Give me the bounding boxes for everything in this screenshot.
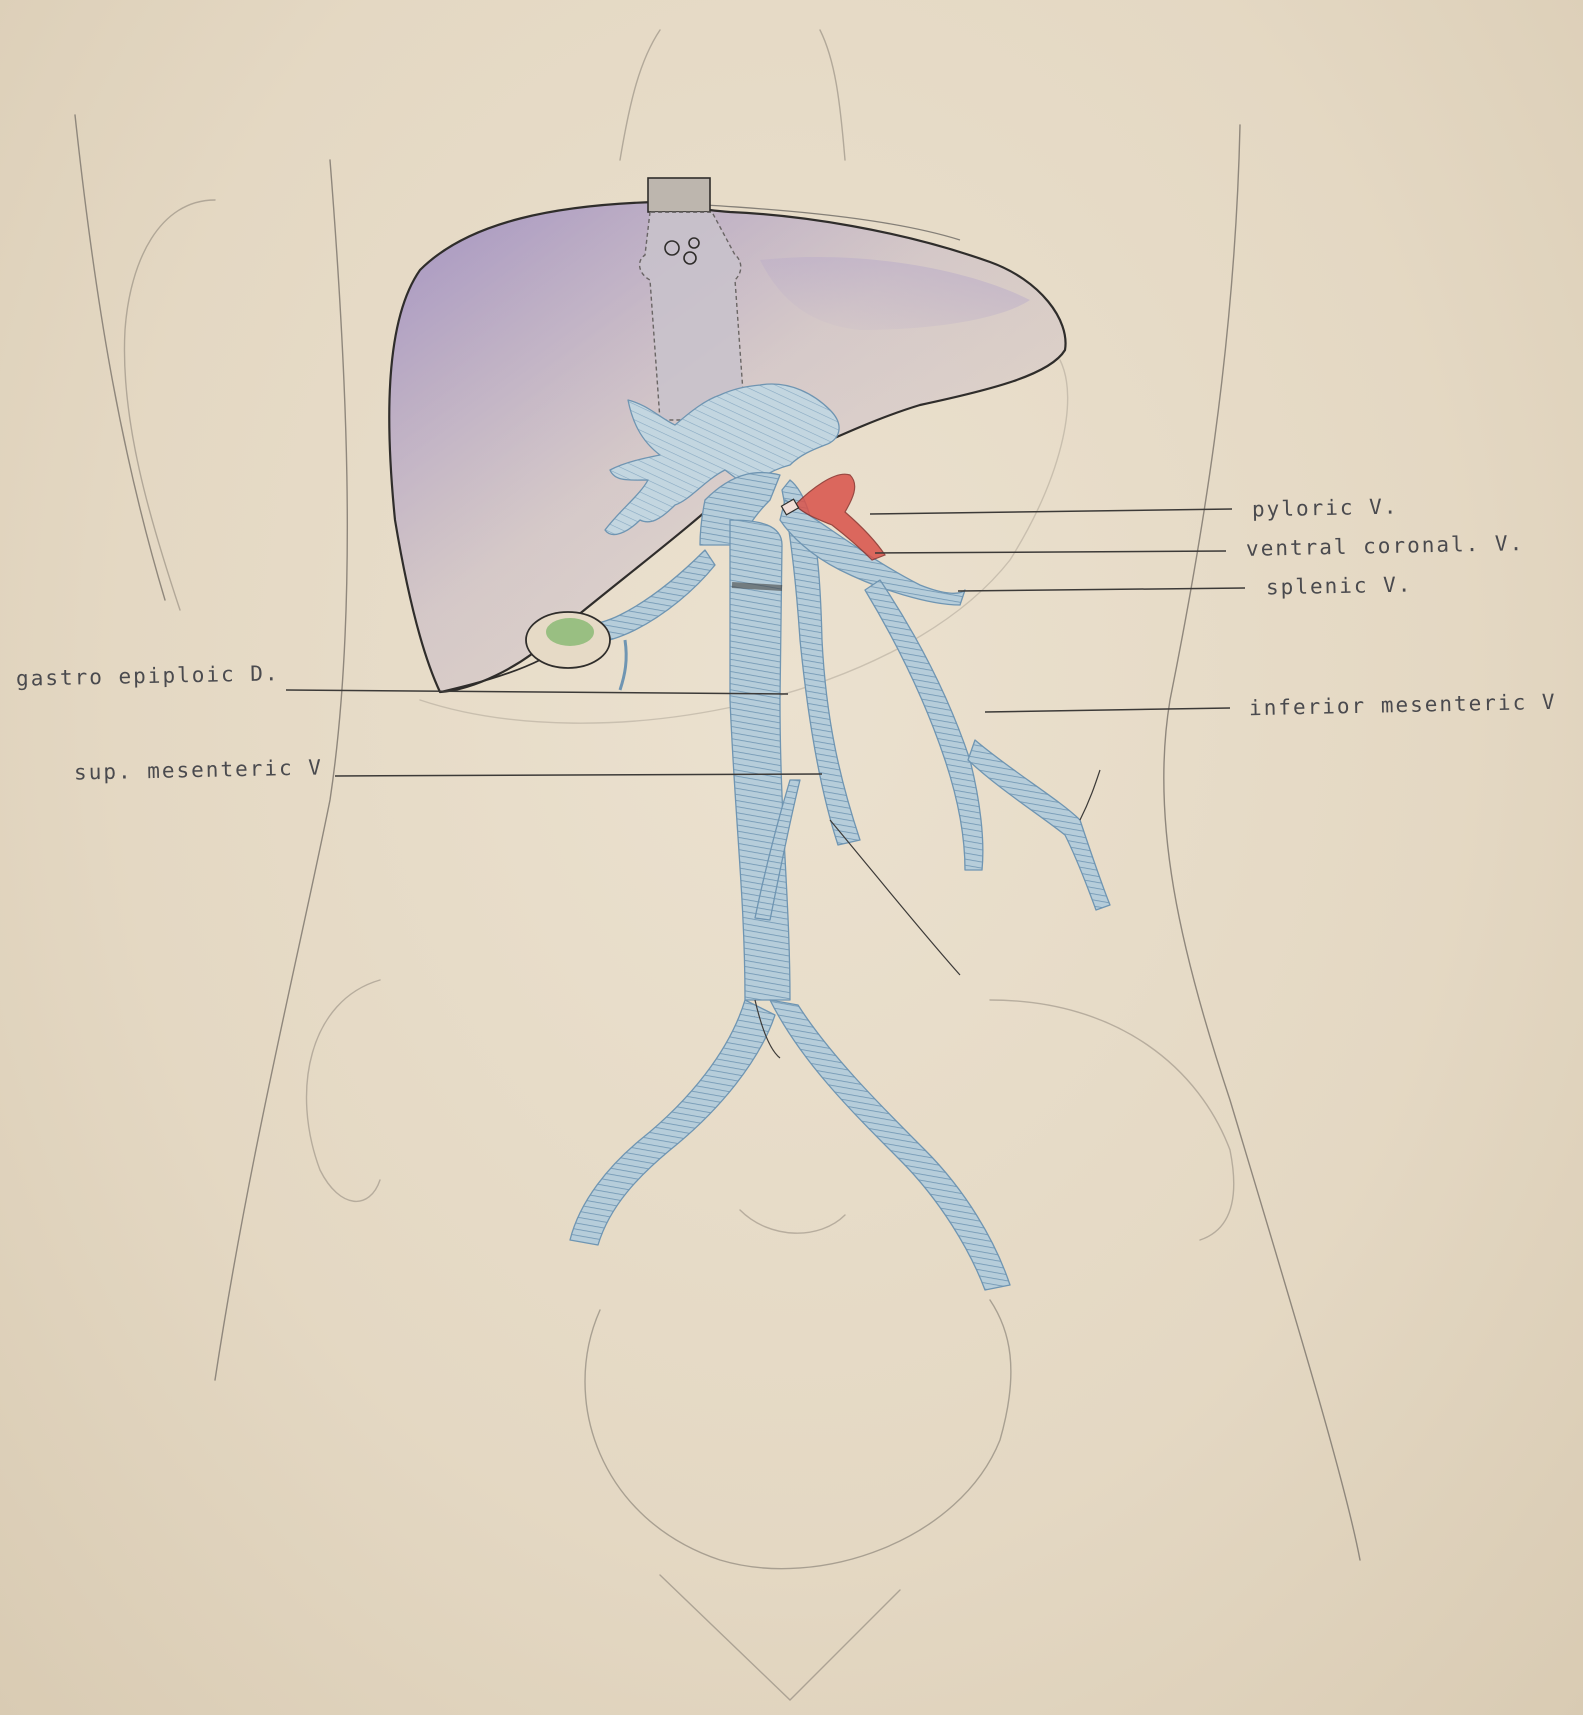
ivc-band bbox=[732, 585, 782, 588]
pelvis-curve-right bbox=[990, 1000, 1234, 1240]
im-twig bbox=[1080, 770, 1100, 820]
leader-pyloric bbox=[870, 509, 1232, 514]
label-splenic-vein: splenic V. bbox=[1266, 572, 1413, 599]
inferior-mesenteric-vein bbox=[865, 580, 983, 870]
right-iliac-vein bbox=[570, 1000, 775, 1245]
pubic-v-line bbox=[660, 1575, 900, 1700]
neck-line-right bbox=[820, 30, 845, 160]
leader-gastro-epiploic bbox=[286, 690, 788, 694]
leader-ventral-coronal bbox=[875, 551, 1226, 553]
ge-small-branch bbox=[620, 640, 626, 690]
im-lower-branch bbox=[968, 740, 1110, 910]
left-iliac-vein bbox=[770, 1000, 1010, 1290]
sm-branch-right bbox=[830, 820, 960, 975]
label-pyloric-vein: pyloric V. bbox=[1252, 494, 1399, 521]
pelvic-inlet-curve bbox=[740, 1210, 845, 1233]
left-shoulder-curve bbox=[124, 200, 215, 610]
inferior-vena-cava bbox=[730, 520, 790, 1000]
leader-splenic bbox=[958, 588, 1245, 591]
leader-inferior-mesenteric bbox=[985, 708, 1230, 712]
gallbladder-fill bbox=[546, 618, 594, 646]
neck-line-left bbox=[620, 30, 660, 160]
right-torso-line bbox=[1164, 125, 1360, 1560]
pelvis-curve-left bbox=[307, 980, 381, 1201]
bladder-outline bbox=[585, 1300, 1011, 1569]
left-torso-line bbox=[75, 115, 165, 600]
vertebra-top bbox=[648, 178, 710, 212]
